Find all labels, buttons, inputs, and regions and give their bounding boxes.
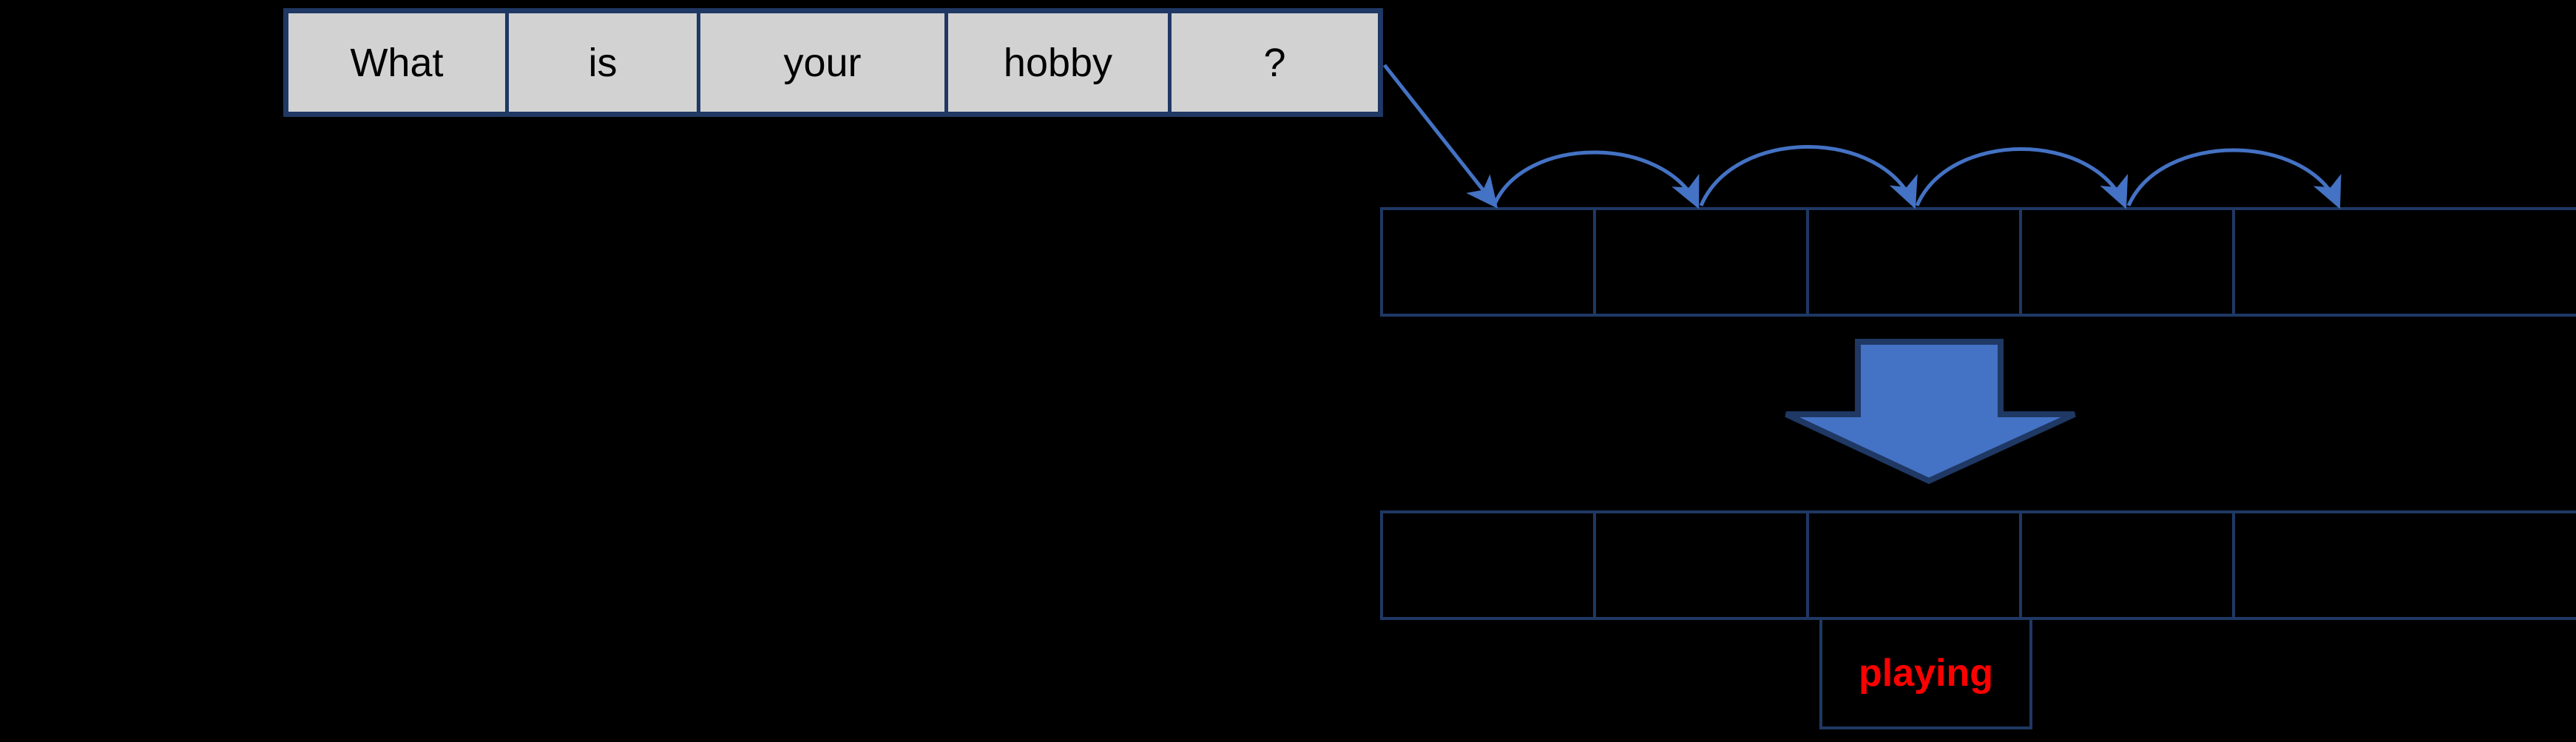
decoder-output-slots — [1380, 510, 2576, 620]
encoder-slot-cell — [1806, 207, 2019, 317]
decoder-slot-cell — [1806, 510, 2019, 620]
encoder-slot-cell — [2232, 207, 2576, 317]
source-token-cell: your — [700, 13, 948, 112]
encoder-hop-arrow-3 — [1915, 147, 2129, 209]
source-token-label: ? — [1263, 40, 1286, 85]
encoder-slot-cell — [1380, 207, 1593, 317]
decoder-slot-cell — [2232, 510, 2576, 620]
source-token-cell: ? — [1172, 13, 1378, 112]
input-sentence-tokens: What is your hobby ? — [283, 8, 1383, 117]
prediction-cell: playing — [1819, 617, 2032, 729]
encoder-state-slots — [1380, 207, 2576, 317]
decoder-slot-cell — [2019, 510, 2232, 620]
source-token-label: hobby — [1003, 40, 1113, 85]
source-token-label: your — [783, 40, 862, 85]
source-token-label: is — [588, 40, 618, 85]
encoder-slot-cell — [1593, 207, 1806, 317]
decoder-slot-cell — [1380, 510, 1593, 620]
encoder-to-decoder-block-arrow — [1785, 339, 2076, 485]
decoder-slot-cell — [1593, 510, 1806, 620]
source-token-cell: is — [509, 13, 700, 112]
source-token-cell: hobby — [948, 13, 1172, 112]
encoder-hop-arrow-2 — [1699, 145, 1918, 209]
encoder-hop-arrow-1 — [1492, 150, 1700, 209]
source-to-encoder-arrow — [1383, 64, 1498, 209]
encoder-hop-arrow-4 — [2126, 148, 2342, 209]
source-token-label: What — [350, 40, 444, 85]
source-token-cell: What — [288, 13, 509, 112]
prediction-label: playing — [1858, 652, 1994, 695]
encoder-slot-cell — [2019, 207, 2232, 317]
